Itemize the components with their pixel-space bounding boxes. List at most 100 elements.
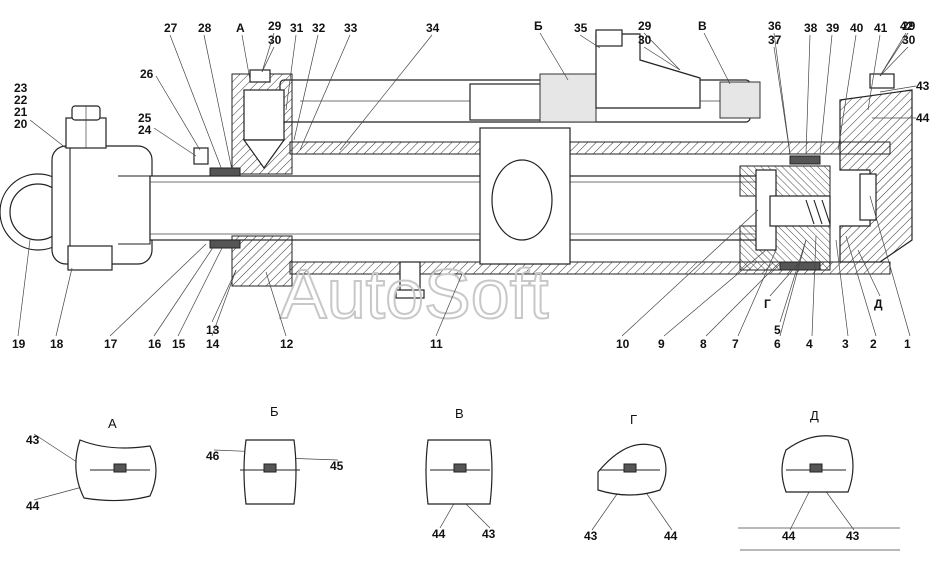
callout-top-8: 34 bbox=[426, 21, 440, 35]
detail-label-3-0: 43 bbox=[584, 529, 598, 543]
callout-right-1: 44 bbox=[916, 111, 930, 125]
detail-label-2-1: 43 bbox=[482, 527, 496, 541]
gland-block bbox=[193, 69, 293, 287]
detail-seal bbox=[113, 463, 127, 473]
leader-line bbox=[867, 34, 881, 111]
leader-lines bbox=[17, 32, 917, 531]
callout-right-0: 43 bbox=[916, 79, 930, 93]
callout-bottom-18: 2 bbox=[870, 337, 877, 351]
callout-top-12: 30 bbox=[638, 33, 652, 47]
leader-line bbox=[811, 235, 817, 337]
callout-top-0: 27 bbox=[164, 21, 178, 35]
hydraulic-line bbox=[279, 29, 761, 123]
leader-line bbox=[579, 34, 601, 49]
callout-top-16: 38 bbox=[804, 21, 818, 35]
detail-label-2-0: 44 bbox=[432, 527, 446, 541]
callout-top-4: 30 bbox=[268, 33, 282, 47]
callout-bottom-10: 9 bbox=[658, 337, 665, 351]
callout-left-5: 25 bbox=[138, 111, 152, 125]
callout-top-11: 29 bbox=[638, 19, 652, 33]
detail-label-1-1: 45 bbox=[330, 459, 344, 473]
callout-top-22: 30 bbox=[902, 33, 916, 47]
leader-line bbox=[177, 247, 223, 337]
callout-bottom-1: 18 bbox=[50, 337, 64, 351]
leader-line bbox=[55, 267, 73, 337]
leader-line bbox=[621, 209, 759, 337]
callout-top-17: 39 bbox=[826, 21, 840, 35]
leader-line bbox=[879, 46, 909, 77]
callout-top-3: 29 bbox=[268, 19, 282, 33]
piston-rod bbox=[149, 175, 771, 241]
callout-top-18: 40 bbox=[850, 21, 864, 35]
callout-bottom-3: 16 bbox=[148, 337, 162, 351]
end-cap bbox=[839, 73, 913, 263]
leader-line bbox=[435, 273, 463, 337]
callout-left-0: 23 bbox=[14, 81, 28, 95]
callout-left-1: 22 bbox=[14, 93, 28, 107]
callout-bottom-20: 1 bbox=[904, 337, 911, 351]
leader-line bbox=[153, 127, 197, 157]
detail-title-4: Д bbox=[810, 408, 819, 423]
leader-line bbox=[29, 119, 67, 149]
callout-bottom-13: Г bbox=[764, 297, 771, 311]
leader-line bbox=[261, 32, 275, 73]
callout-top-1: 28 bbox=[198, 21, 212, 35]
leader-line bbox=[461, 499, 491, 529]
leader-line bbox=[33, 485, 87, 501]
leader-line bbox=[819, 34, 833, 155]
callouts-right: 43 44 bbox=[916, 79, 930, 125]
callout-top-6: 32 bbox=[312, 21, 326, 35]
leader-line bbox=[857, 249, 881, 297]
leader-line bbox=[705, 261, 781, 337]
callout-bottom-0: 19 bbox=[12, 337, 26, 351]
leader-line bbox=[293, 34, 319, 141]
callout-bottom-14: 5 bbox=[774, 323, 781, 337]
callout-bottom-7: 12 bbox=[280, 337, 294, 351]
callout-left-2: 21 bbox=[14, 105, 28, 119]
callout-bottom-11: 8 bbox=[700, 337, 707, 351]
callout-bottom-4: 15 bbox=[172, 337, 186, 351]
detail-title-0: А bbox=[108, 416, 117, 431]
detail-label-3-1: 44 bbox=[664, 529, 678, 543]
leader-line bbox=[879, 32, 909, 77]
leader-line bbox=[879, 85, 917, 93]
callout-top-2: А bbox=[236, 21, 245, 35]
leader-line bbox=[299, 34, 351, 151]
callout-top-7: 33 bbox=[344, 21, 358, 35]
leader-line bbox=[643, 46, 681, 71]
leader-line bbox=[241, 34, 251, 81]
callout-top-14: 36 bbox=[768, 19, 782, 33]
leader-line bbox=[703, 32, 731, 85]
leader-line bbox=[203, 34, 233, 171]
leader-line bbox=[439, 499, 457, 529]
leader-line bbox=[663, 249, 767, 337]
piston-valve bbox=[739, 155, 831, 271]
leader-line bbox=[285, 34, 297, 111]
detail-title-3: Г bbox=[630, 412, 637, 427]
leader-line bbox=[837, 34, 857, 151]
callout-top-9: Б bbox=[534, 19, 543, 33]
leader-line bbox=[153, 245, 215, 337]
leader-line bbox=[265, 271, 287, 337]
detail-label-4-0: 44 bbox=[782, 529, 796, 543]
watermark: AutoSoft bbox=[280, 255, 549, 333]
leader-line bbox=[779, 239, 807, 323]
callout-top-21: 29 bbox=[902, 19, 916, 33]
leader-line bbox=[779, 239, 807, 337]
callout-bottom-6: 14 bbox=[206, 337, 220, 351]
main-assembly bbox=[0, 29, 913, 299]
callout-bottom-9: 10 bbox=[616, 337, 630, 351]
callout-bottom-15: 6 bbox=[774, 337, 781, 351]
leader-line bbox=[805, 34, 811, 155]
leader-line bbox=[821, 485, 855, 531]
callout-bottom-2: 17 bbox=[104, 337, 118, 351]
leader-line bbox=[773, 46, 791, 155]
leader-line bbox=[339, 34, 433, 151]
